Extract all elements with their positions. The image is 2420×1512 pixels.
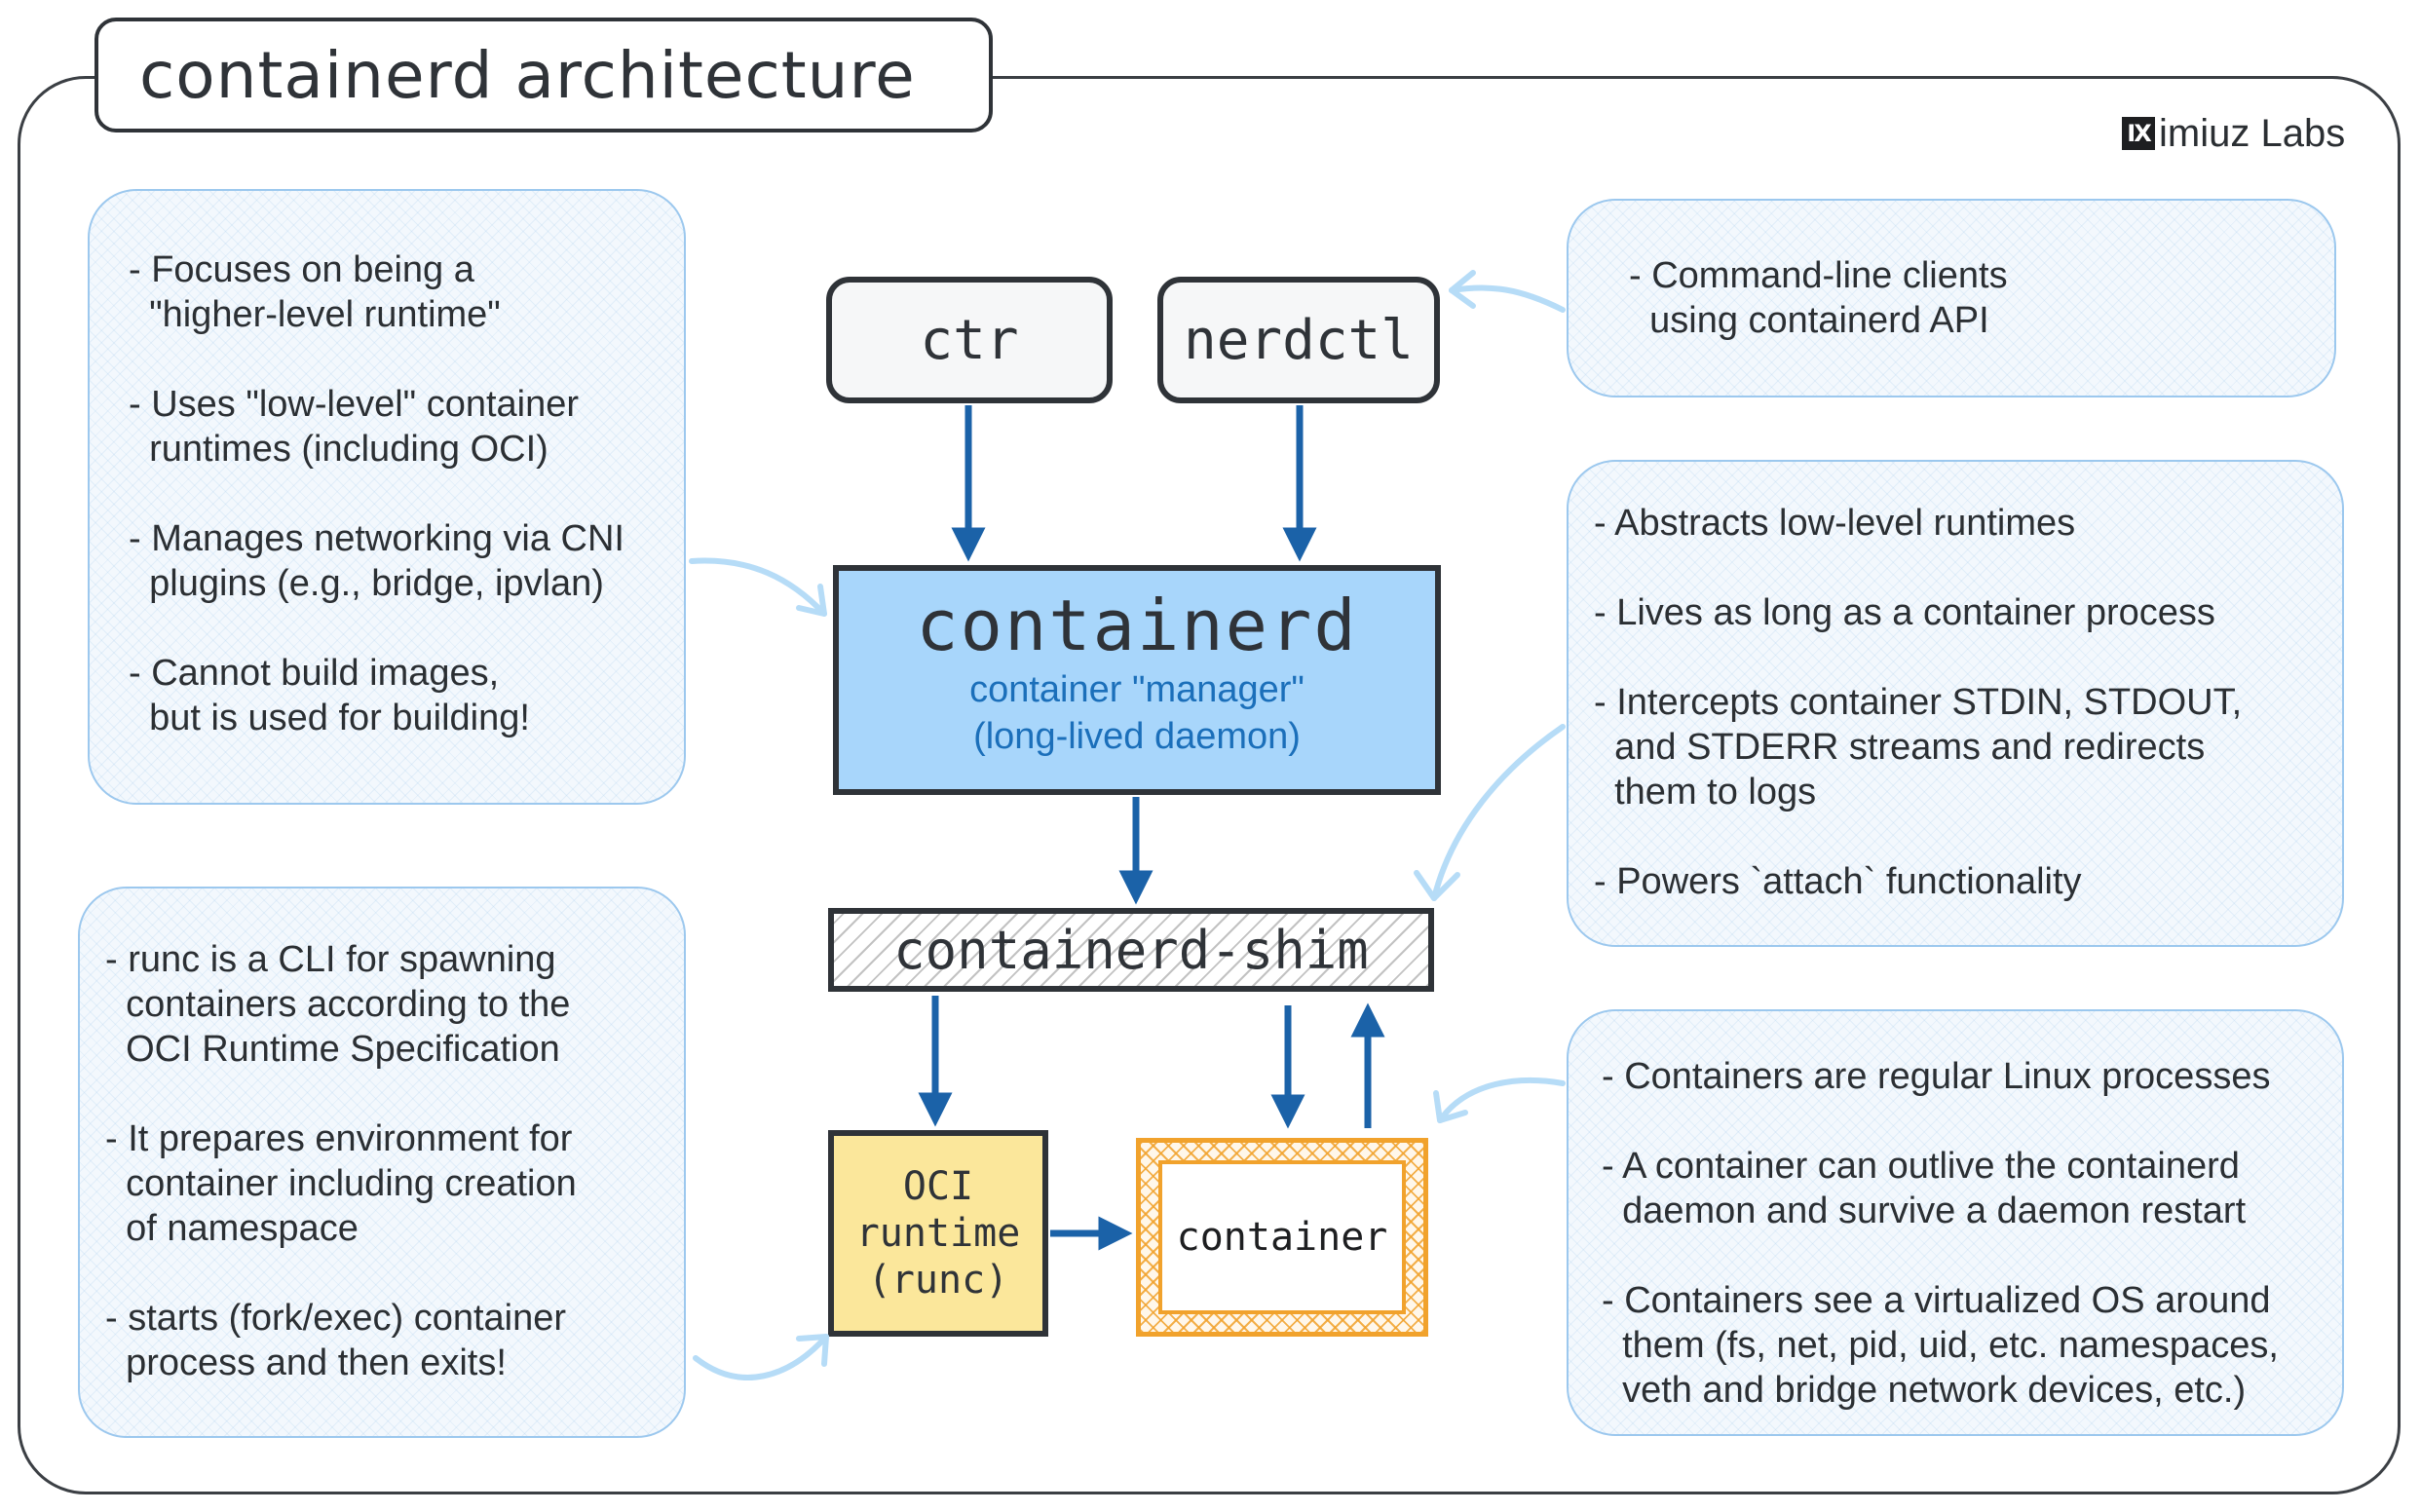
note-shim-info-text: - Abstracts low-level runtimes - Lives a…: [1594, 503, 2243, 902]
note-runc-info: - runc is a CLI for spawning containers …: [78, 887, 686, 1438]
pointer-containerd-note: [689, 557, 827, 617]
pointer-container-note-head: [1433, 1090, 1468, 1123]
oci-runtime-box: OCI runtime (runc): [828, 1130, 1048, 1337]
containerd-subtitle-1: container "manager": [969, 669, 1305, 710]
pointer-containerd-note-head: [796, 584, 827, 617]
note-containerd-info: - Focuses on being a "higher-level runti…: [88, 189, 686, 805]
container-label: container: [1158, 1160, 1406, 1314]
pointer-cli-note-head: [1449, 270, 1476, 309]
note-cli-info-text: - Command-line clients using containerd …: [1629, 255, 2008, 341]
ctr-box: ctr: [826, 277, 1113, 403]
containerd-shim-box: containerd-shim: [828, 908, 1434, 992]
brand-logo-icon: IX: [2122, 117, 2155, 150]
brand: IX imiuz Labs: [2122, 109, 2345, 158]
pointer-container-note: [1437, 1077, 1566, 1123]
brand-name: imiuz Labs: [2159, 111, 2346, 155]
pointer-runc-note: [693, 1334, 829, 1380]
note-container-info: - Containers are regular Linux processes…: [1567, 1009, 2344, 1436]
diagram-title: containerd architecture: [95, 18, 993, 132]
pointer-runc-note-head: [796, 1334, 829, 1367]
containerd-box: containerd container "manager" (long-liv…: [833, 565, 1441, 795]
note-shim-info: - Abstracts low-level runtimes - Lives a…: [1567, 460, 2344, 947]
pointer-shim-note: [1431, 724, 1566, 901]
pointer-cli-note: [1449, 284, 1566, 313]
containerd-subtitle-2: (long-lived daemon): [973, 716, 1301, 757]
containerd-title: containerd: [916, 585, 1358, 666]
container-box: container: [1136, 1138, 1428, 1337]
diagram-frame: [18, 76, 2401, 1494]
note-container-info-text: - Containers are regular Linux processes…: [1602, 1056, 2279, 1411]
note-cli-info: - Command-line clients using containerd …: [1567, 199, 2336, 397]
nerdctl-box: nerdctl: [1157, 277, 1440, 403]
note-containerd-info-text: - Focuses on being a "higher-level runti…: [129, 249, 624, 738]
pointer-shim-note-head: [1414, 870, 1460, 901]
note-runc-info-text: - runc is a CLI for spawning containers …: [105, 939, 577, 1383]
